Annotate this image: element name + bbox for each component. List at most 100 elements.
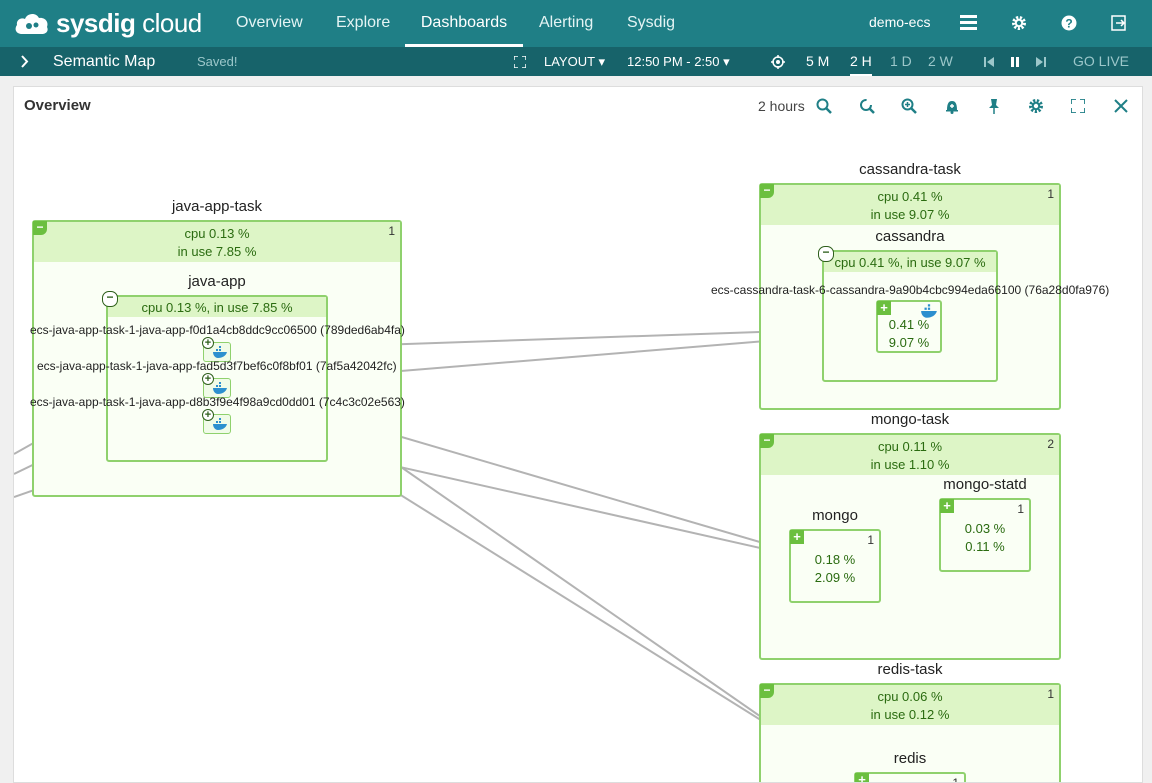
nav-overview[interactable]: Overview [236, 14, 303, 31]
java-container-3[interactable]: + [202, 409, 231, 434]
redis-task-count: 1 [1047, 687, 1054, 701]
expand-plus-icon[interactable]: + [940, 499, 954, 513]
pause-icon[interactable] [1010, 57, 1020, 67]
redis-task-title: redis-task [877, 661, 943, 678]
expand-plus-icon[interactable]: + [202, 337, 214, 349]
mongo-task-inuse: in use 1.10 % [870, 457, 950, 472]
expand-plus-icon[interactable]: + [790, 530, 804, 544]
java-container-2-label: ecs-java-app-task-1-java-app-fad5d3f7bef… [37, 359, 397, 373]
range-1d[interactable]: 1 D [890, 53, 912, 69]
mongo-statd-mem-value: 0.11 % [965, 539, 1005, 554]
range-2h[interactable]: 2 H [850, 47, 872, 76]
nav-explore[interactable]: Explore [336, 14, 391, 31]
panel-settings-gear-icon[interactable] [1025, 95, 1047, 117]
fullscreen-icon[interactable] [513, 55, 527, 69]
time-range-label: 12:50 PM - 2:50 [627, 54, 720, 69]
collapse-minus-icon[interactable]: − [102, 291, 118, 307]
expand-plus-icon[interactable]: + [202, 373, 214, 385]
overview-panel: Overview 2 hours [13, 86, 1143, 783]
panel-range-label: 2 hours [758, 98, 805, 114]
layers-icon[interactable] [960, 15, 977, 31]
save-status: Saved! [197, 54, 238, 69]
layout-label: LAYOUT [544, 54, 595, 69]
redis-node[interactable]: + 1 [854, 772, 966, 783]
java-app-task-title: java-app-task [171, 198, 263, 215]
java-container-3-label: ecs-java-app-task-1-java-app-d8b3f9e4f98… [30, 395, 405, 409]
collapse-minus-icon[interactable]: − [760, 184, 774, 198]
help-icon[interactable]: ? [1061, 15, 1077, 31]
cassandra-task-count: 1 [1047, 187, 1054, 201]
java-app-task-count: 1 [388, 224, 395, 238]
zoom-reset-icon[interactable] [856, 95, 878, 117]
chevron-down-icon: ▾ [598, 54, 605, 69]
range-2w[interactable]: 2 W [928, 53, 953, 69]
java-app-task-metrics: cpu 0.13 % in use 7.85 % [34, 222, 400, 262]
expand-plus-icon[interactable]: + [855, 773, 869, 782]
java-container-1[interactable]: + [202, 337, 231, 362]
expand-sidebar-chevron-icon[interactable] [20, 47, 30, 76]
docker-whale-icon [213, 346, 227, 358]
nav-alerting[interactable]: Alerting [539, 14, 594, 31]
dashboard-toolbar: Semantic Map Saved! LAYOUT ▾ 12:50 PM - … [0, 47, 1152, 76]
account-name[interactable]: demo-ecs [869, 14, 931, 30]
pin-icon[interactable] [983, 95, 1005, 117]
cassandra-container-label: ecs-cassandra-task-6-cassandra-9a90b4cbc… [711, 283, 1110, 297]
collapse-minus-icon[interactable]: − [818, 246, 834, 262]
dashboard-title[interactable]: Semantic Map [53, 53, 156, 70]
sysdig-logo[interactable]: sysdig cloud [14, 6, 202, 40]
layout-dropdown[interactable]: LAYOUT ▾ [544, 47, 605, 76]
collapse-minus-icon[interactable]: − [760, 684, 774, 698]
java-container-1-label: ecs-java-app-task-1-java-app-f0d1a4cb8dd… [30, 323, 405, 337]
collapse-minus-icon[interactable]: − [33, 221, 47, 235]
add-alert-bell-icon[interactable] [941, 95, 963, 117]
redis-task-cpu: cpu 0.06 % [877, 689, 943, 704]
go-live-button[interactable]: GO LIVE [1073, 53, 1130, 69]
mongo-count: 1 [867, 533, 874, 547]
docker-whale-icon [213, 418, 227, 430]
mongo-task-cpu: cpu 0.11 % [877, 439, 943, 454]
mongo-node[interactable]: + 1 0.18 % 2.09 % [789, 529, 881, 603]
logo-bold-text: sysdig [56, 7, 136, 38]
java-app-task-inuse: in use 7.85 % [177, 244, 257, 259]
close-icon[interactable] [1110, 95, 1132, 117]
mongo-task-metrics: cpu 0.11 % in use 1.10 % [761, 435, 1059, 475]
cassandra-node[interactable]: cpu 0.41 %, in use 9.07 % − [818, 246, 998, 382]
zoom-in-icon[interactable] [898, 95, 920, 117]
docker-whale-icon [213, 382, 227, 394]
mongo-title: mongo [812, 507, 858, 524]
mongo-cpu-value: 0.18 % [814, 552, 856, 567]
mongo-task-title: mongo-task [870, 411, 950, 428]
skip-back-icon[interactable] [984, 57, 994, 67]
skip-forward-icon[interactable] [1036, 57, 1046, 67]
cassandra-container-node[interactable]: + 0.41 % 9.07 % [876, 300, 942, 353]
cassandra-cpu-value: 0.41 % [888, 317, 930, 332]
cassandra-metrics: cpu 0.41 %, in use 9.07 % [824, 252, 996, 272]
redis-task-node[interactable]: cpu 0.06 % in use 0.12 % − 1 [759, 683, 1061, 782]
time-range-dropdown[interactable]: 12:50 PM - 2:50 ▾ [627, 47, 730, 76]
cassandra-title: cassandra [875, 228, 945, 245]
redis-task-inuse: in use 0.12 % [870, 707, 950, 722]
mongo-mem-value: 2.09 % [814, 570, 856, 585]
mongo-statd-node[interactable]: + 1 0.03 % 0.11 % [939, 498, 1031, 572]
collapse-minus-icon[interactable]: − [760, 434, 774, 448]
expand-plus-icon[interactable]: + [202, 409, 214, 421]
locate-icon[interactable] [771, 55, 785, 69]
range-5m[interactable]: 5 M [806, 53, 830, 69]
cloud-logo-icon [15, 13, 48, 34]
nav-sysdig[interactable]: Sysdig [627, 14, 676, 31]
mongo-task-count: 2 [1047, 437, 1054, 451]
redis-count: 1 [952, 776, 959, 783]
docker-whale-icon [921, 304, 937, 318]
chevron-down-icon: ▾ [723, 54, 730, 69]
java-app-task-cpu: cpu 0.13 % [184, 226, 250, 241]
expand-plus-icon[interactable]: + [877, 301, 891, 315]
cassandra-task-title: cassandra-task [859, 161, 961, 178]
zoom-search-icon[interactable] [813, 95, 835, 117]
nav-dashboards[interactable]: Dashboards [405, 0, 523, 47]
mongo-statd-title: mongo-statd [943, 476, 1027, 493]
settings-gear-icon[interactable] [1011, 15, 1027, 31]
java-container-2[interactable]: + [202, 373, 231, 398]
cassandra-task-cpu: cpu 0.41 % [877, 189, 943, 204]
logout-icon[interactable] [1111, 15, 1127, 31]
redis-title: redis [893, 750, 927, 767]
